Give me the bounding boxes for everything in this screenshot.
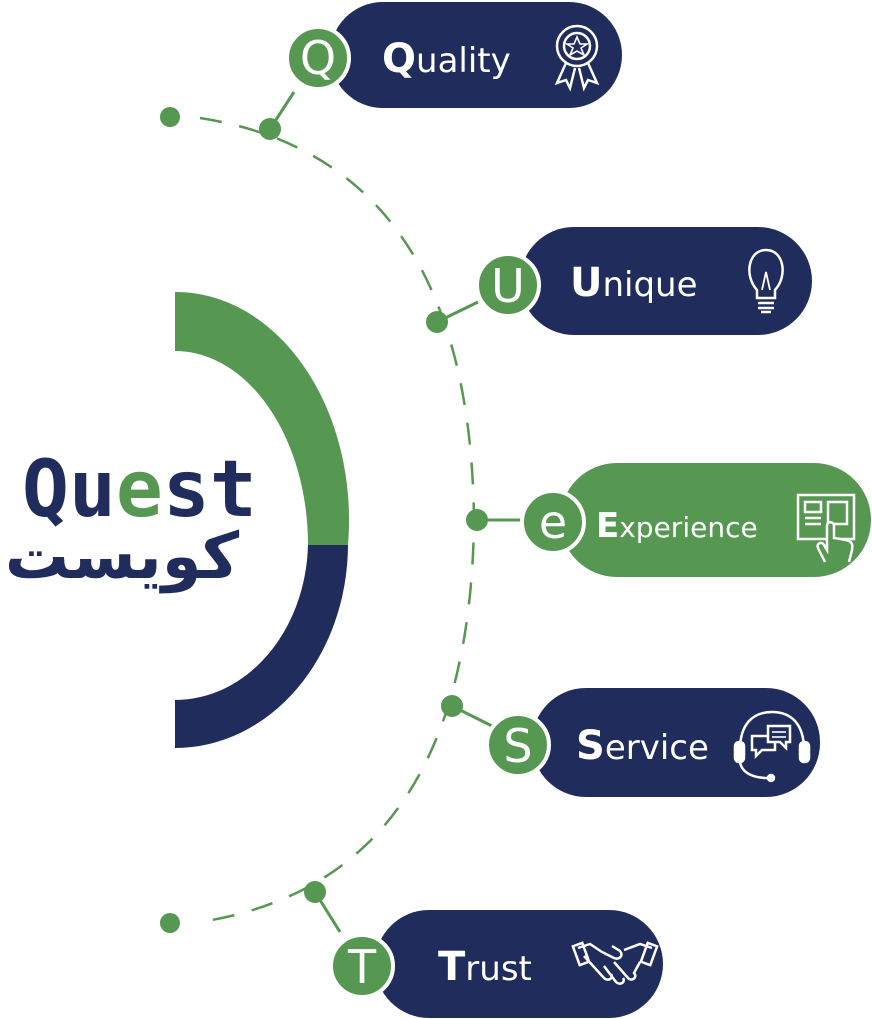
label-unique: Unique — [570, 260, 698, 306]
pill-service — [532, 688, 820, 797]
item-quality: Q Quality — [259, 2, 622, 140]
letter-experience: e — [539, 495, 567, 549]
badge-trust — [329, 933, 395, 999]
handshake-icon — [571, 941, 659, 985]
item-unique: U Unique — [426, 227, 812, 335]
pill-quality — [330, 2, 622, 108]
headset-chat-icon — [733, 710, 811, 783]
half-ring-navy — [175, 545, 348, 748]
award-medal-icon — [554, 24, 600, 92]
badge-service — [485, 712, 551, 778]
arc-dot-unique — [426, 311, 448, 333]
quest-logo: Quest كويست — [5, 445, 257, 594]
arc-end-dot-bottom — [160, 913, 180, 933]
arc-dot-experience — [466, 509, 488, 531]
arc-dot-trust — [304, 881, 326, 903]
badge-quality — [285, 25, 351, 91]
letter-trust: T — [347, 940, 377, 994]
item-service: S Service — [441, 688, 820, 797]
logo-arabic: كويست — [5, 520, 240, 594]
label-experience: Experience — [596, 506, 758, 546]
letter-unique: U — [491, 259, 525, 313]
touch-screen-icon — [796, 493, 856, 563]
label-service: Service — [576, 723, 709, 769]
label-quality: Quality — [382, 36, 511, 82]
pill-experience — [560, 463, 871, 577]
arc-dot-quality — [259, 118, 281, 140]
lightbulb-icon — [748, 248, 784, 314]
letter-service: S — [503, 719, 532, 773]
pill-trust — [375, 910, 663, 1018]
arc-end-dot-top — [160, 107, 180, 127]
badge-experience — [520, 489, 586, 555]
logo-english: Quest — [22, 445, 257, 535]
item-trust: T Trust — [304, 881, 663, 1018]
item-experience: e Experience — [466, 463, 871, 577]
label-trust: Trust — [438, 944, 532, 990]
arc-dot-service — [441, 695, 463, 717]
half-ring-green — [175, 291, 350, 545]
pill-unique — [520, 227, 812, 335]
badge-unique — [475, 252, 541, 318]
letter-quality: Q — [300, 31, 336, 85]
